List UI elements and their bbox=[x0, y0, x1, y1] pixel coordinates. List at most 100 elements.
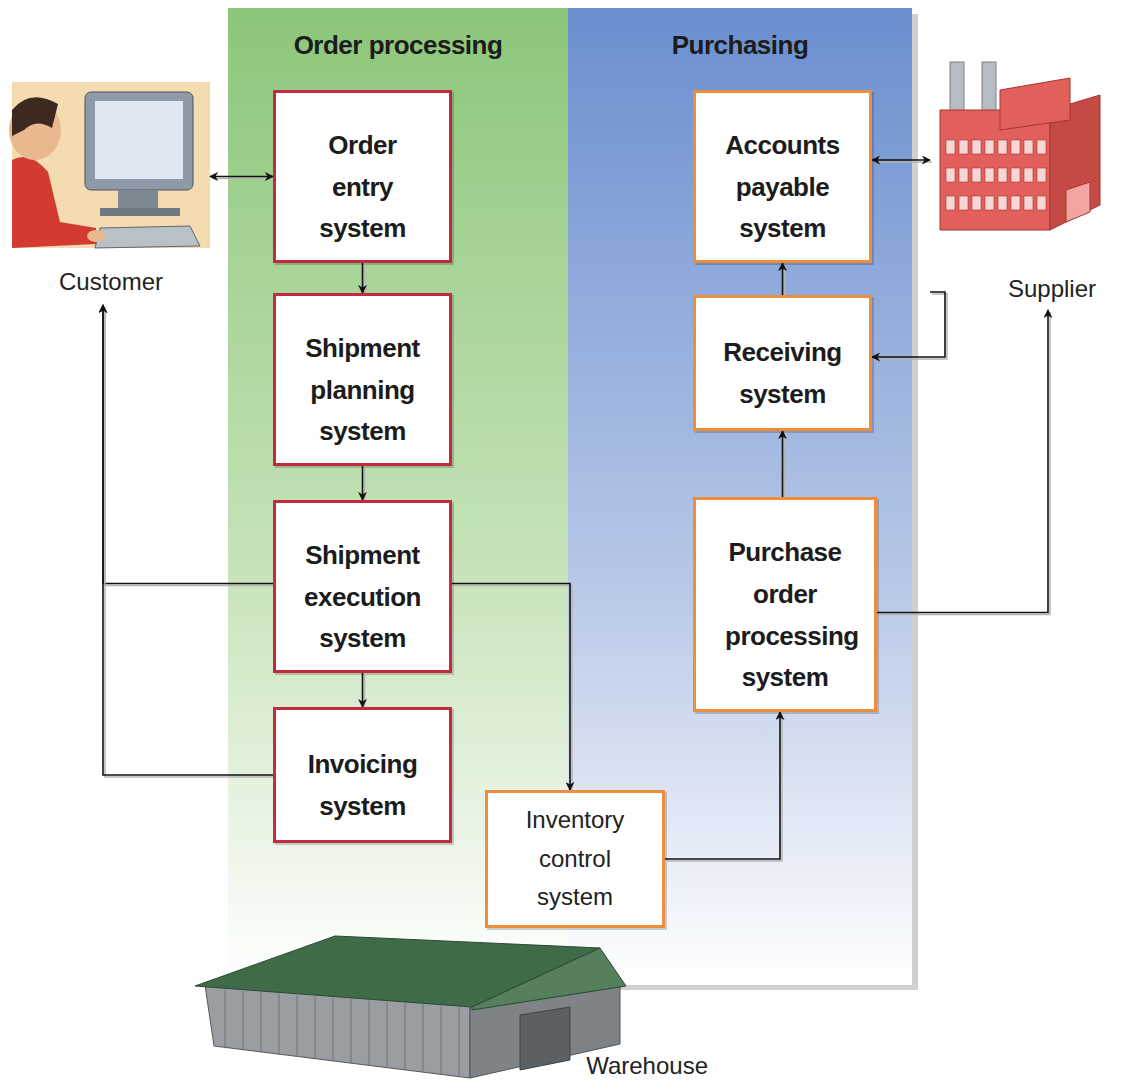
process-box: Invoicing system bbox=[273, 707, 452, 843]
band-heading: Order processing bbox=[228, 8, 568, 61]
window bbox=[985, 168, 994, 182]
monitor bbox=[85, 92, 193, 190]
window bbox=[998, 168, 1007, 182]
panel-line bbox=[243, 991, 244, 1051]
panel-line bbox=[297, 995, 298, 1057]
process-box: Receiving system bbox=[693, 295, 872, 431]
panel-line bbox=[333, 998, 334, 1062]
connector-shadow bbox=[667, 714, 782, 861]
window bbox=[1011, 196, 1020, 210]
connector-shadow bbox=[364, 468, 366, 502]
process-box: Inventory control system bbox=[485, 790, 665, 928]
box-label: Purchase order processing system bbox=[725, 510, 845, 698]
actor: Customer bbox=[10, 80, 212, 305]
connector-shadow bbox=[105, 307, 275, 777]
connector-shadow bbox=[784, 433, 786, 499]
warehouse-illustration bbox=[195, 936, 626, 1078]
flow-arrow bbox=[103, 305, 273, 775]
panel-line bbox=[315, 996, 316, 1059]
window bbox=[959, 168, 968, 182]
window bbox=[972, 168, 981, 182]
factory-windows bbox=[946, 140, 1046, 210]
actor-label: Warehouse bbox=[586, 1052, 708, 1081]
window bbox=[972, 196, 981, 210]
actor: Warehouse bbox=[190, 935, 720, 1083]
panel-line bbox=[405, 1003, 406, 1070]
panel-line bbox=[369, 1000, 370, 1065]
panel-line bbox=[387, 1002, 388, 1068]
flow-arrow bbox=[362, 466, 364, 500]
flow-arrow bbox=[872, 159, 930, 161]
panel-line bbox=[459, 1007, 460, 1076]
panel-line bbox=[225, 990, 226, 1049]
window bbox=[1024, 140, 1033, 154]
connector-shadow bbox=[364, 675, 366, 709]
process-box: Shipment planning system bbox=[273, 293, 452, 466]
flow-arrow bbox=[103, 305, 273, 584]
monitor-stand bbox=[118, 190, 158, 208]
process-box: Order entry system bbox=[273, 90, 452, 263]
window bbox=[946, 140, 955, 154]
window bbox=[959, 196, 968, 210]
panel-line bbox=[261, 992, 262, 1052]
panel-line bbox=[279, 994, 280, 1055]
process-box: Accounts payable system bbox=[693, 90, 872, 263]
flow-arrow bbox=[210, 176, 273, 178]
box-label: Receiving system bbox=[723, 310, 843, 415]
connector-shadow bbox=[784, 265, 786, 297]
process-box: Purchase order processing system bbox=[693, 497, 877, 712]
window bbox=[1037, 168, 1046, 182]
window bbox=[1037, 140, 1046, 154]
window bbox=[1037, 196, 1046, 210]
flow-arrow bbox=[782, 263, 784, 295]
window bbox=[998, 140, 1007, 154]
factory-door bbox=[1066, 182, 1090, 222]
actor-label: Supplier bbox=[1008, 275, 1096, 304]
connector-shadow bbox=[874, 294, 947, 359]
silo bbox=[950, 62, 964, 112]
box-label: Order entry system bbox=[303, 103, 423, 250]
flow-arrow bbox=[362, 263, 364, 293]
window bbox=[985, 196, 994, 210]
band: Order processingOrder entry systemShipme… bbox=[228, 8, 568, 308]
factory-front bbox=[940, 110, 1050, 230]
box-label: Invoicing system bbox=[303, 722, 423, 827]
connector-shadow bbox=[874, 161, 932, 163]
monitor-base bbox=[100, 208, 180, 216]
band-heading: Purchasing bbox=[568, 8, 912, 61]
connector-shadow bbox=[105, 307, 275, 586]
person-hair bbox=[12, 97, 58, 136]
warehouse-roof-edge bbox=[472, 948, 626, 1010]
supplier-illustration bbox=[940, 62, 1100, 230]
actor-label: Customer bbox=[59, 268, 163, 297]
person-body bbox=[12, 157, 96, 248]
flow-arrow bbox=[872, 292, 945, 357]
window bbox=[1011, 140, 1020, 154]
connector-shadow bbox=[454, 586, 572, 793]
warehouse-door bbox=[520, 1007, 570, 1070]
process-box: Shipment execution system bbox=[273, 500, 452, 673]
panel-line bbox=[441, 1006, 442, 1075]
band: PurchasingAccounts payable systemReceivi… bbox=[568, 8, 912, 308]
window bbox=[959, 140, 968, 154]
panel-line bbox=[351, 999, 352, 1063]
box-label: Accounts payable system bbox=[723, 103, 843, 250]
band-backgrounds bbox=[228, 8, 918, 990]
connector-shadow bbox=[212, 178, 275, 180]
flow-arrow bbox=[877, 310, 1048, 613]
connector-shadow bbox=[364, 265, 366, 295]
silo bbox=[982, 62, 996, 112]
window bbox=[1011, 168, 1020, 182]
person-hand bbox=[87, 230, 105, 242]
box-label: Shipment execution system bbox=[303, 513, 423, 660]
customer-backdrop bbox=[12, 82, 210, 248]
flow-arrow bbox=[782, 431, 784, 497]
wall-panels bbox=[225, 990, 459, 1077]
panel-line bbox=[423, 1004, 424, 1072]
flow-arrow bbox=[362, 673, 364, 707]
window bbox=[998, 196, 1007, 210]
actor: Supplier bbox=[930, 55, 1108, 310]
flow-arrow bbox=[665, 712, 780, 859]
monitor-screen bbox=[95, 101, 183, 179]
